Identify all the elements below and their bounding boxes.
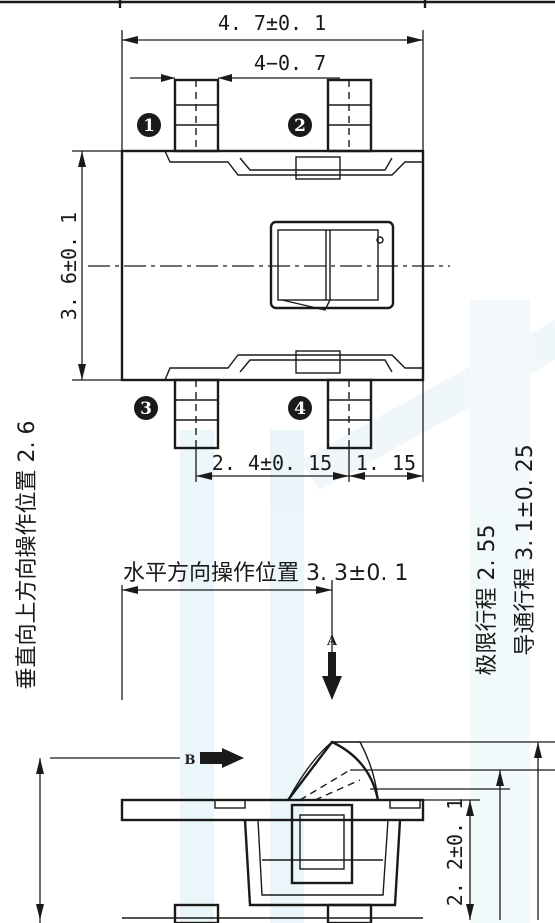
limit-travel-label: 极限行程 2. 55 (475, 525, 500, 676)
svg-text:3: 3 (140, 399, 152, 419)
edge-offset-dimension: 1. 15 (356, 451, 416, 475)
actuator (269, 220, 395, 310)
svg-text:2: 2 (294, 116, 306, 136)
side-height-dimension: 2. 2±0. 1 (443, 798, 467, 906)
body-height-dimension: 3. 6±0. 1 (57, 212, 81, 320)
svg-text:A: A (326, 634, 338, 649)
pin-3-label: 3 (134, 396, 158, 420)
pin-2-label: 2 (288, 113, 312, 137)
top-view: 1 2 3 4 4. 7±0. 1 4−0. 7 3 (57, 11, 450, 482)
pin-1-label: 1 (137, 113, 161, 137)
side-view: 水平方向操作位置 3. 3±0. 1 A B (15, 421, 555, 923)
side-body-top (120, 798, 425, 822)
pin-spacing-dimension: 2. 4±0. 15 (212, 451, 332, 475)
conduct-travel-label: 导通行程 3. 1±0. 25 (513, 444, 538, 655)
overall-width-dimension: 4. 7±0. 1 (218, 11, 326, 35)
horizontal-position-label: 水平方向操作位置 3. 3±0. 1 (123, 561, 408, 586)
arrow-a (322, 676, 342, 700)
svg-text:B: B (185, 753, 196, 768)
vertical-position-label: 垂直向上方向操作位置 2. 6 (15, 421, 40, 690)
svg-text:1: 1 (143, 116, 155, 136)
arrow-b (222, 748, 244, 768)
svg-text:4: 4 (294, 399, 306, 419)
pin-4-label: 4 (288, 396, 312, 420)
pin-width-dimension: 4−0. 7 (254, 51, 326, 75)
side-plunger (290, 803, 354, 885)
